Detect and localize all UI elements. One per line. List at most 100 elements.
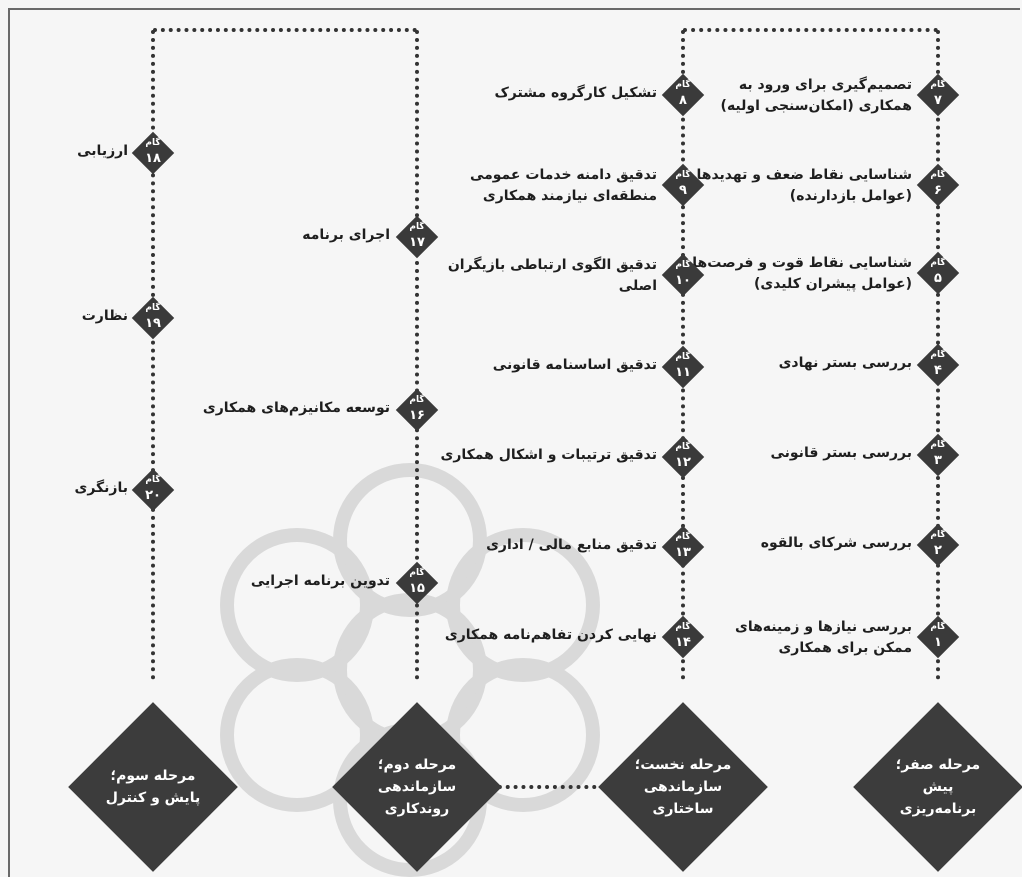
step-label-line: تصمیم‌گیری برای ورود به <box>738 77 912 93</box>
step-15-badge: گام ۱۵ <box>397 563 437 603</box>
step-word: گام <box>145 475 161 485</box>
step-number: ۱ <box>934 635 942 650</box>
step-label-line: بررسی نیازها و زمینه‌های <box>735 619 912 635</box>
step-label-line: توسعه مکانیزم‌های همکاری <box>202 400 390 416</box>
step-number: ۷ <box>934 93 942 108</box>
step-19-label: نظارت <box>82 306 128 327</box>
step-number: ۱۵ <box>409 581 425 596</box>
step-label-line: (عوامل بازدارنده) <box>789 188 912 204</box>
step-label-line: تدقیق دامنه خدمات عمومی <box>469 167 657 183</box>
step-number: ۱۱ <box>675 365 691 380</box>
step-18-label: ارزیابی <box>77 141 128 162</box>
step-17-label: اجرای برنامه <box>302 225 390 246</box>
step-word: گام <box>675 170 691 180</box>
step-14-label: نهایی کردن تفاهم‌نامه همکاری <box>445 625 657 646</box>
step-number: ۱۲ <box>675 455 691 470</box>
step-9-badge: گام ۹ <box>663 165 703 205</box>
step-number: ۳ <box>934 453 942 468</box>
step-label-line: تدقیق ترتیبات و اشکال همکاری <box>440 447 657 463</box>
step-label-line: تشکیل کارگروه مشترک <box>494 85 657 101</box>
dotted-connector <box>683 28 938 32</box>
step-word: گام <box>930 80 946 90</box>
step-word: گام <box>409 395 425 405</box>
step-11-badge: گام ۱۱ <box>663 347 703 387</box>
step-number: ۱۷ <box>409 235 425 250</box>
step-number: ۱۶ <box>409 408 425 423</box>
step-2-label: بررسی شرکای بالقوه <box>761 533 912 554</box>
step-word: گام <box>409 568 425 578</box>
step-word: گام <box>675 80 691 90</box>
step-word: گام <box>145 303 161 313</box>
step-word: گام <box>930 440 946 450</box>
step-number: ۴ <box>934 363 942 378</box>
step-label-line: بررسی بستر نهادی <box>778 355 912 371</box>
step-label-line: اصلی <box>618 278 657 294</box>
step-number: ۲۰ <box>145 488 161 503</box>
step-number: ۲ <box>934 543 942 558</box>
step-8-label: تشکیل کارگروه مشترک <box>494 83 657 104</box>
step-7-badge: گام ۷ <box>918 75 958 115</box>
step-label-line: شناسایی نقاط ضعف و تهدیدها <box>696 167 912 183</box>
step-3-badge: گام ۳ <box>918 435 958 475</box>
step-label-line: ممکن برای همکاری <box>778 640 912 656</box>
step-word: گام <box>675 442 691 452</box>
step-12-label: تدقیق ترتیبات و اشکال همکاری <box>440 445 657 466</box>
step-16-label: توسعه مکانیزم‌های همکاری <box>203 398 390 419</box>
step-word: گام <box>930 622 946 632</box>
step-word: گام <box>930 258 946 268</box>
stage-label-line: روندکاری <box>384 801 450 817</box>
dotted-connector <box>151 30 155 680</box>
step-number: ۶ <box>934 183 942 198</box>
step-6-label: شناسایی نقاط ضعف و تهدیدها (عوامل بازدارن… <box>696 165 912 207</box>
step-label-line: شناسایی نقاط قوت و فرصت‌ها <box>692 255 912 271</box>
stage-label-line: مرحله صفر؛ <box>895 757 981 773</box>
diagram-frame <box>8 8 1020 877</box>
step-number: ۸ <box>679 93 687 108</box>
step-15-label: تدوین برنامه اجرایی <box>251 571 390 592</box>
dotted-connector <box>153 28 417 32</box>
step-label-line: بازنگری <box>74 480 128 496</box>
step-9-label: تدقیق دامنه خدمات عمومی منطقه‌ای نیازمند … <box>470 165 657 207</box>
step-label-line: اجرای برنامه <box>302 227 390 243</box>
stage-label-line: ساختاری <box>652 801 714 817</box>
step-1-label: بررسی نیازها و زمینه‌های ممکن برای همکاری <box>735 617 912 659</box>
stage-label-line: سازماندهی <box>643 779 723 795</box>
stage-label-line: مرحله سوم؛ <box>110 768 196 784</box>
step-8-badge: گام ۸ <box>663 75 703 115</box>
step-number: ۱۰ <box>675 273 691 288</box>
step-16-badge: گام ۱۶ <box>397 390 437 430</box>
step-word: گام <box>930 170 946 180</box>
step-word: گام <box>675 352 691 362</box>
step-label-line: تدقیق اساسنامه قانونی <box>492 357 657 373</box>
dotted-connector <box>490 785 620 789</box>
stage-label-line: مرحله دوم؛ <box>377 757 457 773</box>
step-label-line: نهایی کردن تفاهم‌نامه همکاری <box>444 627 657 643</box>
step-label-line: تدوین برنامه اجرایی <box>250 573 390 589</box>
step-label-line: تدقیق الگوی ارتباطی بازیگران <box>447 257 657 273</box>
step-label-line: منطقه‌ای نیازمند همکاری <box>482 188 657 204</box>
step-3-label: بررسی بستر قانونی <box>770 443 912 464</box>
step-number: ۱۹ <box>145 316 161 331</box>
step-label-line: ارزیابی <box>77 143 128 159</box>
step-6-badge: گام ۶ <box>918 165 958 205</box>
step-label-line: بررسی شرکای بالقوه <box>760 535 912 551</box>
step-word: گام <box>145 138 161 148</box>
step-number: ۹ <box>679 183 687 198</box>
step-label-line: تدقیق منابع مالی / اداری <box>486 537 657 553</box>
step-10-label: تدقیق الگوی ارتباطی بازیگران اصلی <box>448 255 657 297</box>
step-word: گام <box>675 622 691 632</box>
step-19-badge: گام ۱۹ <box>133 298 173 338</box>
step-label-line: بررسی بستر قانونی <box>770 445 912 461</box>
